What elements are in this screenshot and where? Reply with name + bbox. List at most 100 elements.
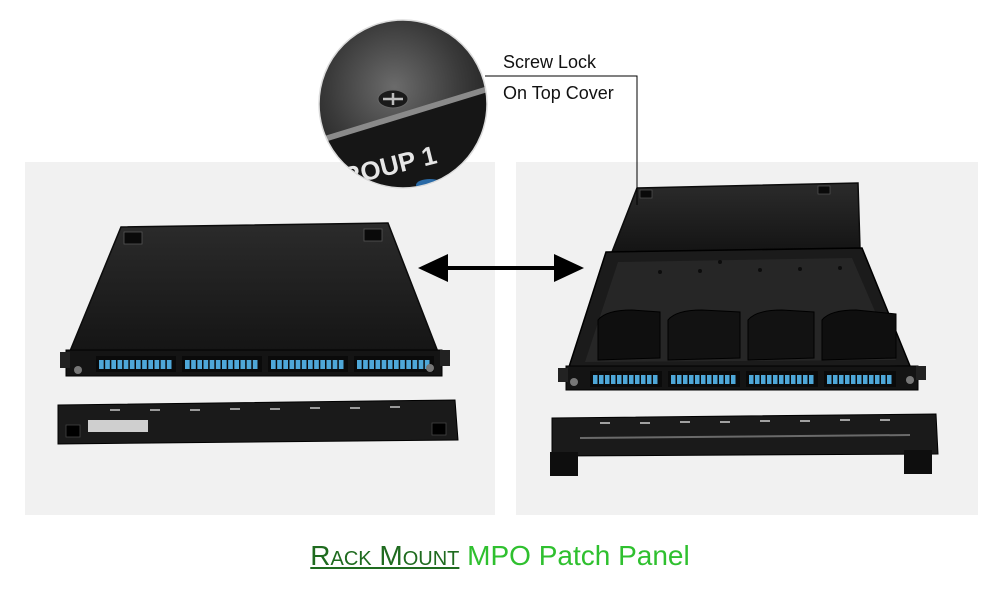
closed-patch-panel xyxy=(57,222,459,445)
mpo-port xyxy=(142,360,147,369)
mpo-port xyxy=(731,375,736,384)
callout-label-line2: On Top Cover xyxy=(503,83,614,103)
mpo-port-groups xyxy=(96,356,434,372)
mpo-port xyxy=(117,360,123,369)
mpo-port xyxy=(695,375,700,384)
caption-rack-mount: Rack Mount xyxy=(310,540,460,571)
mpo-port xyxy=(123,360,129,369)
mpo-port xyxy=(689,375,694,384)
mpo-port xyxy=(713,375,718,384)
mpo-port xyxy=(779,375,784,384)
mpo-port xyxy=(252,360,258,369)
mpo-port xyxy=(111,360,116,369)
mpo-port xyxy=(424,360,430,369)
mpo-port xyxy=(635,375,640,384)
mpo-port xyxy=(611,375,616,384)
mpo-port xyxy=(338,360,344,369)
mpo-port xyxy=(845,375,850,384)
mpo-port xyxy=(761,375,766,384)
mpo-port xyxy=(240,360,246,369)
mpo-port xyxy=(593,375,598,384)
mpo-port xyxy=(129,360,135,369)
mpo-port xyxy=(617,375,622,384)
mpo-port xyxy=(166,360,172,369)
mpo-port xyxy=(875,375,880,384)
mpo-port xyxy=(357,360,362,369)
mpo-port xyxy=(418,360,424,369)
mpo-port xyxy=(314,360,319,369)
mpo-port xyxy=(308,360,313,369)
mpo-port xyxy=(387,360,393,369)
mpo-port xyxy=(767,375,772,384)
mpo-port xyxy=(605,375,610,384)
mpo-port xyxy=(671,375,676,384)
double-arrow-icon xyxy=(418,254,584,282)
mpo-port xyxy=(271,360,276,369)
mpo-port xyxy=(749,375,754,384)
mpo-port xyxy=(677,375,682,384)
callout-leader-line xyxy=(485,75,638,205)
mpo-port xyxy=(295,360,301,369)
mpo-port xyxy=(641,375,646,384)
mpo-port xyxy=(203,360,209,369)
callout-label-line1: Screw Lock xyxy=(503,52,597,72)
mpo-port xyxy=(228,360,233,369)
mpo-port xyxy=(234,360,239,369)
mpo-port xyxy=(629,375,634,384)
mpo-port xyxy=(99,360,104,369)
mpo-port xyxy=(881,375,886,384)
mpo-port xyxy=(320,360,325,369)
mpo-port xyxy=(791,375,796,384)
mpo-cassettes xyxy=(597,309,897,361)
mpo-port xyxy=(707,375,712,384)
mpo-port xyxy=(653,375,658,384)
mpo-port xyxy=(851,375,856,384)
mpo-port xyxy=(683,375,688,384)
mpo-port xyxy=(809,375,814,384)
mpo-port xyxy=(277,360,282,369)
mpo-port xyxy=(289,360,295,369)
mpo-port xyxy=(719,375,724,384)
mpo-port xyxy=(154,360,160,369)
mpo-port xyxy=(725,375,730,384)
caption-mpo-patch-panel: MPO Patch Panel xyxy=(467,540,690,571)
mpo-port xyxy=(326,360,332,369)
screw-lock-zoom-detail: ROUP 1 xyxy=(318,19,488,189)
mpo-port xyxy=(191,360,196,369)
mpo-port xyxy=(160,360,166,369)
mpo-port xyxy=(394,360,399,369)
mpo-port xyxy=(363,360,368,369)
mpo-port xyxy=(647,375,652,384)
mpo-port xyxy=(623,375,628,384)
mpo-port xyxy=(332,360,338,369)
mpo-port xyxy=(785,375,790,384)
mpo-port xyxy=(863,375,868,384)
mpo-port xyxy=(381,360,387,369)
mpo-port xyxy=(755,375,760,384)
mpo-port xyxy=(833,375,838,384)
mpo-port xyxy=(827,375,832,384)
mpo-port xyxy=(797,375,802,384)
mpo-port xyxy=(869,375,874,384)
mpo-port xyxy=(283,360,288,369)
mpo-port xyxy=(105,360,110,369)
mpo-port xyxy=(887,375,892,384)
mpo-port xyxy=(400,360,405,369)
mpo-port xyxy=(375,360,381,369)
screw-icon xyxy=(377,89,409,109)
mpo-port xyxy=(215,360,221,369)
mpo-port xyxy=(222,360,227,369)
mpo-port xyxy=(701,375,706,384)
mpo-port xyxy=(857,375,862,384)
product-caption: Rack Mount MPO Patch Panel xyxy=(0,540,1000,572)
mpo-port xyxy=(185,360,190,369)
mpo-port xyxy=(136,360,141,369)
mpo-port xyxy=(839,375,844,384)
mpo-port xyxy=(803,375,808,384)
mpo-port-groups xyxy=(590,371,896,387)
open-patch-panel xyxy=(550,182,939,476)
mpo-port xyxy=(406,360,411,369)
mpo-port xyxy=(599,375,604,384)
mpo-port xyxy=(369,360,374,369)
mpo-port xyxy=(148,360,153,369)
